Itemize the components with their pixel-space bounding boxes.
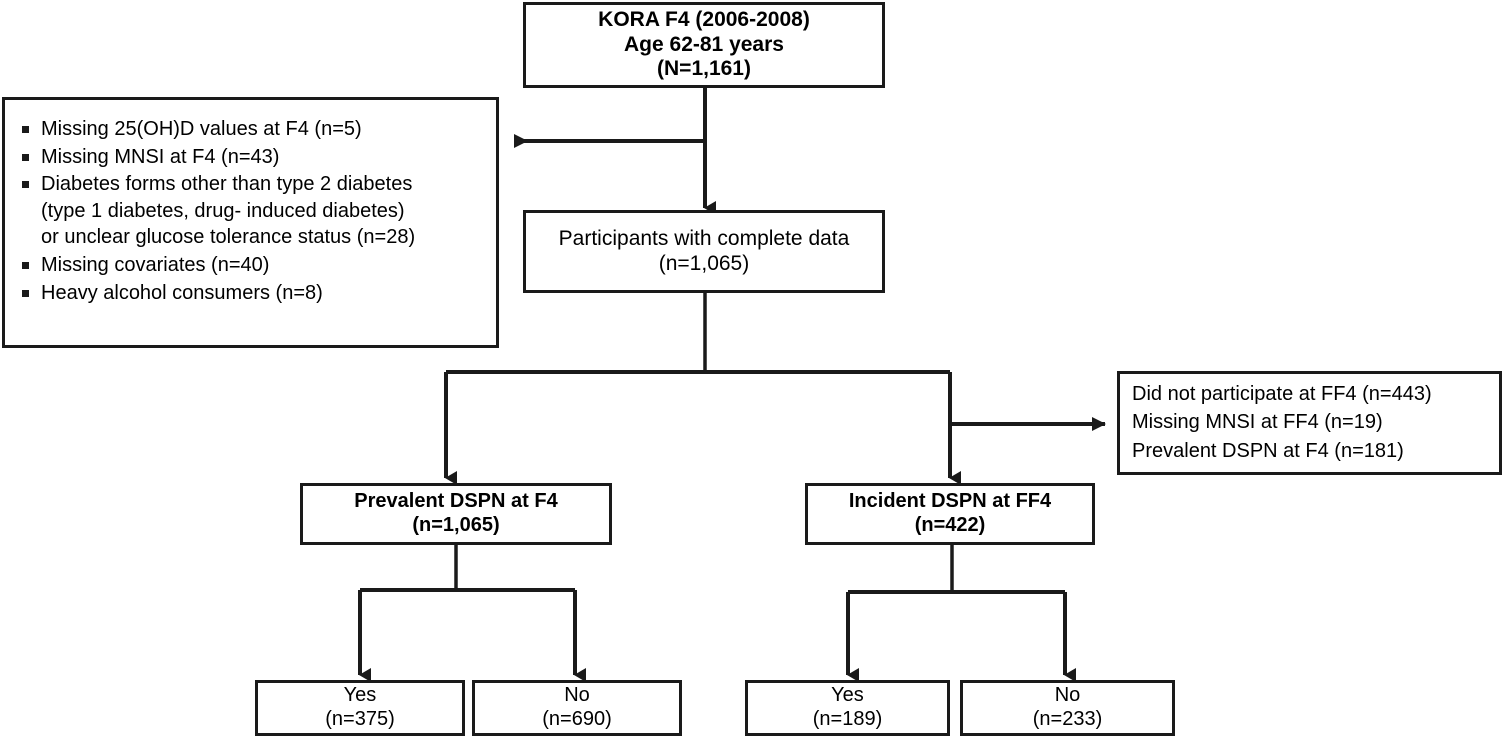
- node-excluded-ff4: Did not participate at FF4 (n=443) Missi…: [1117, 371, 1502, 475]
- list-item: Missing MNSI at FF4 (n=19): [1132, 411, 1383, 434]
- prevalent-no-label: No: [564, 684, 590, 707]
- list-item: Missing 25(OH)D values at F4 (n=5): [13, 116, 486, 143]
- list-item: Diabetes forms other than type 2 diabete…: [13, 171, 486, 251]
- incident-line-1: Incident DSPN at FF4: [848, 490, 1052, 513]
- bullet-square-icon: [22, 153, 29, 161]
- incident-no-count: (n=233): [1032, 708, 1103, 730]
- source-line-3: (N=1,161): [657, 57, 751, 81]
- node-prevalent-no: No (n=690): [472, 680, 682, 736]
- node-excluded-f4: Missing 25(OH)D values at F4 (n=5) Missi…: [2, 97, 499, 348]
- bullet-square-icon: [22, 289, 29, 297]
- incident-yes-count: (n=189): [812, 708, 883, 730]
- source-line-1: KORA F4 (2006-2008): [598, 7, 810, 31]
- exclusion-text: or unclear glucose tolerance status (n=2…: [41, 226, 416, 249]
- list-item: Missing covariates (n=40): [13, 252, 486, 279]
- source-line-2: Age 62-81 years: [624, 32, 784, 56]
- node-prevalent-yes: Yes (n=375): [255, 680, 465, 736]
- excluded-ff4-list: Did not participate at FF4 (n=443) Missi…: [1132, 380, 1493, 465]
- node-incident-no: No (n=233): [960, 680, 1175, 736]
- exclusion-text: Heavy alcohol consumers (n=8): [41, 281, 323, 304]
- list-item: Did not participate at FF4 (n=443): [1132, 383, 1432, 405]
- bullet-square-icon: [22, 126, 29, 133]
- prevalent-line-2: (n=1,065): [412, 514, 500, 536]
- exclusion-text: Missing covariates (n=40): [41, 253, 270, 276]
- excluded-f4-list: Missing 25(OH)D values at F4 (n=5) Missi…: [13, 116, 486, 306]
- bullet-square-icon: [22, 181, 29, 189]
- list-item: Prevalent DSPN at F4 (n=181): [1132, 439, 1404, 462]
- exclusion-text: Diabetes forms other than type 2 diabete…: [41, 173, 413, 196]
- incident-no-label: No: [1054, 684, 1081, 707]
- edge-incident-to-outcomes: [846, 545, 1076, 682]
- prevalent-line-1: Prevalent DSPN at F4: [354, 490, 558, 513]
- list-item: Heavy alcohol consumers (n=8): [13, 280, 486, 307]
- edge-complete-to-split: [446, 293, 950, 374]
- node-incident-dspn: Incident DSPN at FF4 (n=422): [805, 483, 1095, 545]
- edge-prevalent-to-outcomes: [358, 545, 586, 682]
- prevalent-no-count: (n=690): [542, 708, 612, 730]
- node-incident-yes: Yes (n=189): [745, 680, 950, 736]
- node-complete-data: Participants with complete data (n=1,065…: [523, 210, 885, 293]
- exclusion-text: Missing MNSI at F4 (n=43): [41, 145, 280, 168]
- exclusion-text: Missing 25(OH)D values at F4 (n=5): [41, 118, 362, 140]
- incident-line-2: (n=422): [914, 514, 986, 536]
- node-source-cohort: KORA F4 (2006-2008) Age 62-81 years (N=1…: [523, 2, 885, 88]
- exclusion-text: (type 1 diabetes, drug- induced diabetes…: [41, 199, 405, 222]
- prevalent-yes-count: (n=375): [325, 708, 395, 730]
- list-item: Missing MNSI at F4 (n=43): [13, 144, 486, 171]
- bullet-square-icon: [22, 261, 29, 269]
- node-prevalent-dspn: Prevalent DSPN at F4 (n=1,065): [300, 483, 612, 545]
- complete-line-1: Participants with complete data: [558, 226, 850, 250]
- prevalent-yes-label: Yes: [343, 684, 377, 707]
- complete-line-2: (n=1,065): [658, 251, 750, 275]
- incident-yes-label: Yes: [831, 684, 864, 707]
